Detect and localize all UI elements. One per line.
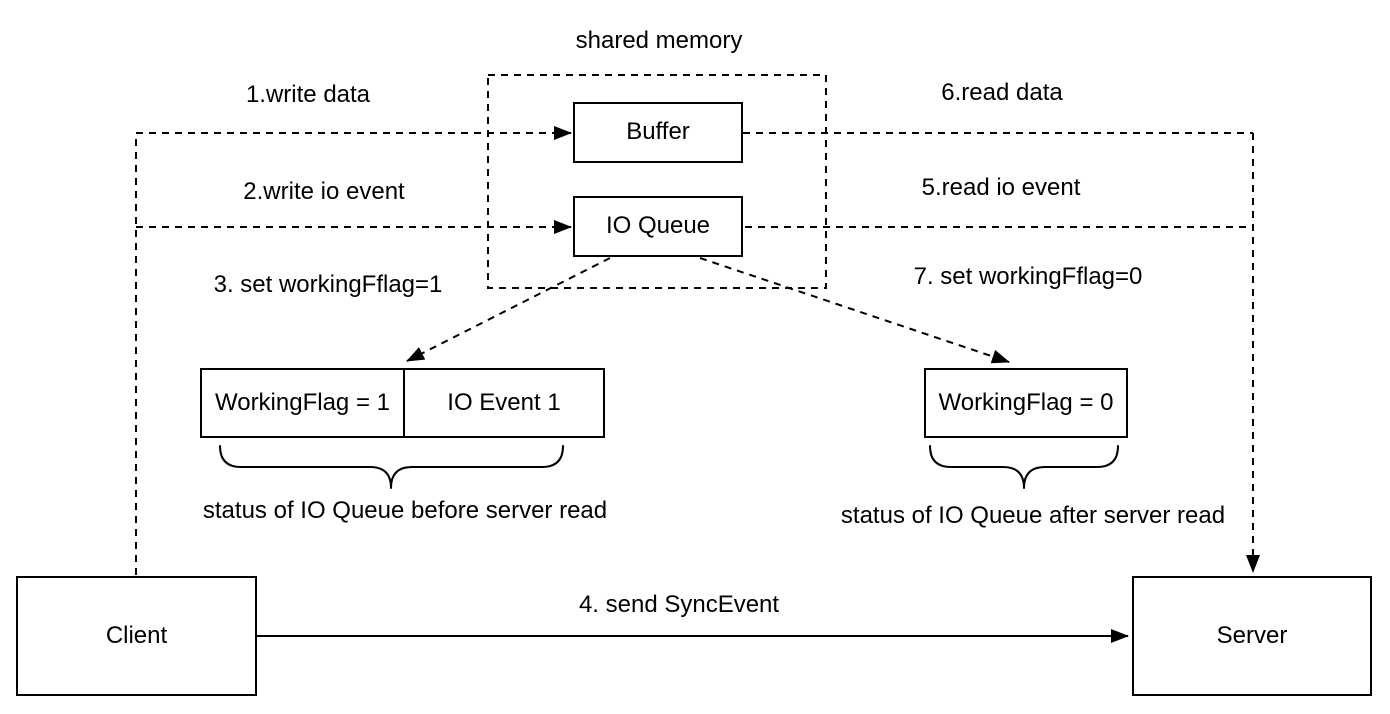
io-queue-status-before-node: WorkingFlag = 1 IO Event 1 [200,368,605,438]
shared-memory-boundary [487,74,827,289]
server-node: Server [1132,576,1372,696]
read-data-label: 6.read data [941,79,1063,106]
io-queue-label: IO Queue [605,212,711,240]
server-label: Server [1216,621,1288,649]
send-syncevent-label: 4. send SyncEvent [578,591,780,618]
client-label: Client [105,621,168,649]
io-queue-node: IO Queue [573,196,743,257]
io-event-1-label: IO Event 1 [447,388,561,416]
write-data-label: 1.write data [245,81,371,108]
status-after-label: status of IO Queue after server read [840,502,1226,529]
set-flag0-label: 7. set workingFflag=0 [913,263,1143,290]
buffer-node: Buffer [573,102,743,163]
set-flag0-arrow [699,257,1010,364]
read-io-event-label: 5.read io event [921,174,1081,201]
shared-memory-title: shared memory [575,27,743,54]
status-before-label: status of IO Queue before server read [202,497,608,524]
write-io-event-label: 2.write io event [243,178,405,205]
working-flag-1-label: WorkingFlag = 1 [215,388,390,416]
client-node: Client [16,576,257,696]
io-event-1-cell: IO Event 1 [402,370,603,436]
brace-before-read [219,445,564,489]
working-flag-0-label: WorkingFlag = 0 [938,388,1114,416]
set-flag1-label: 3. set workingFflag=1 [213,271,443,298]
buffer-label: Buffer [626,118,690,146]
working-flag-1-cell: WorkingFlag = 1 [202,370,403,436]
brace-after-read [929,445,1119,489]
working-flag-0-node: WorkingFlag = 0 [924,368,1128,438]
